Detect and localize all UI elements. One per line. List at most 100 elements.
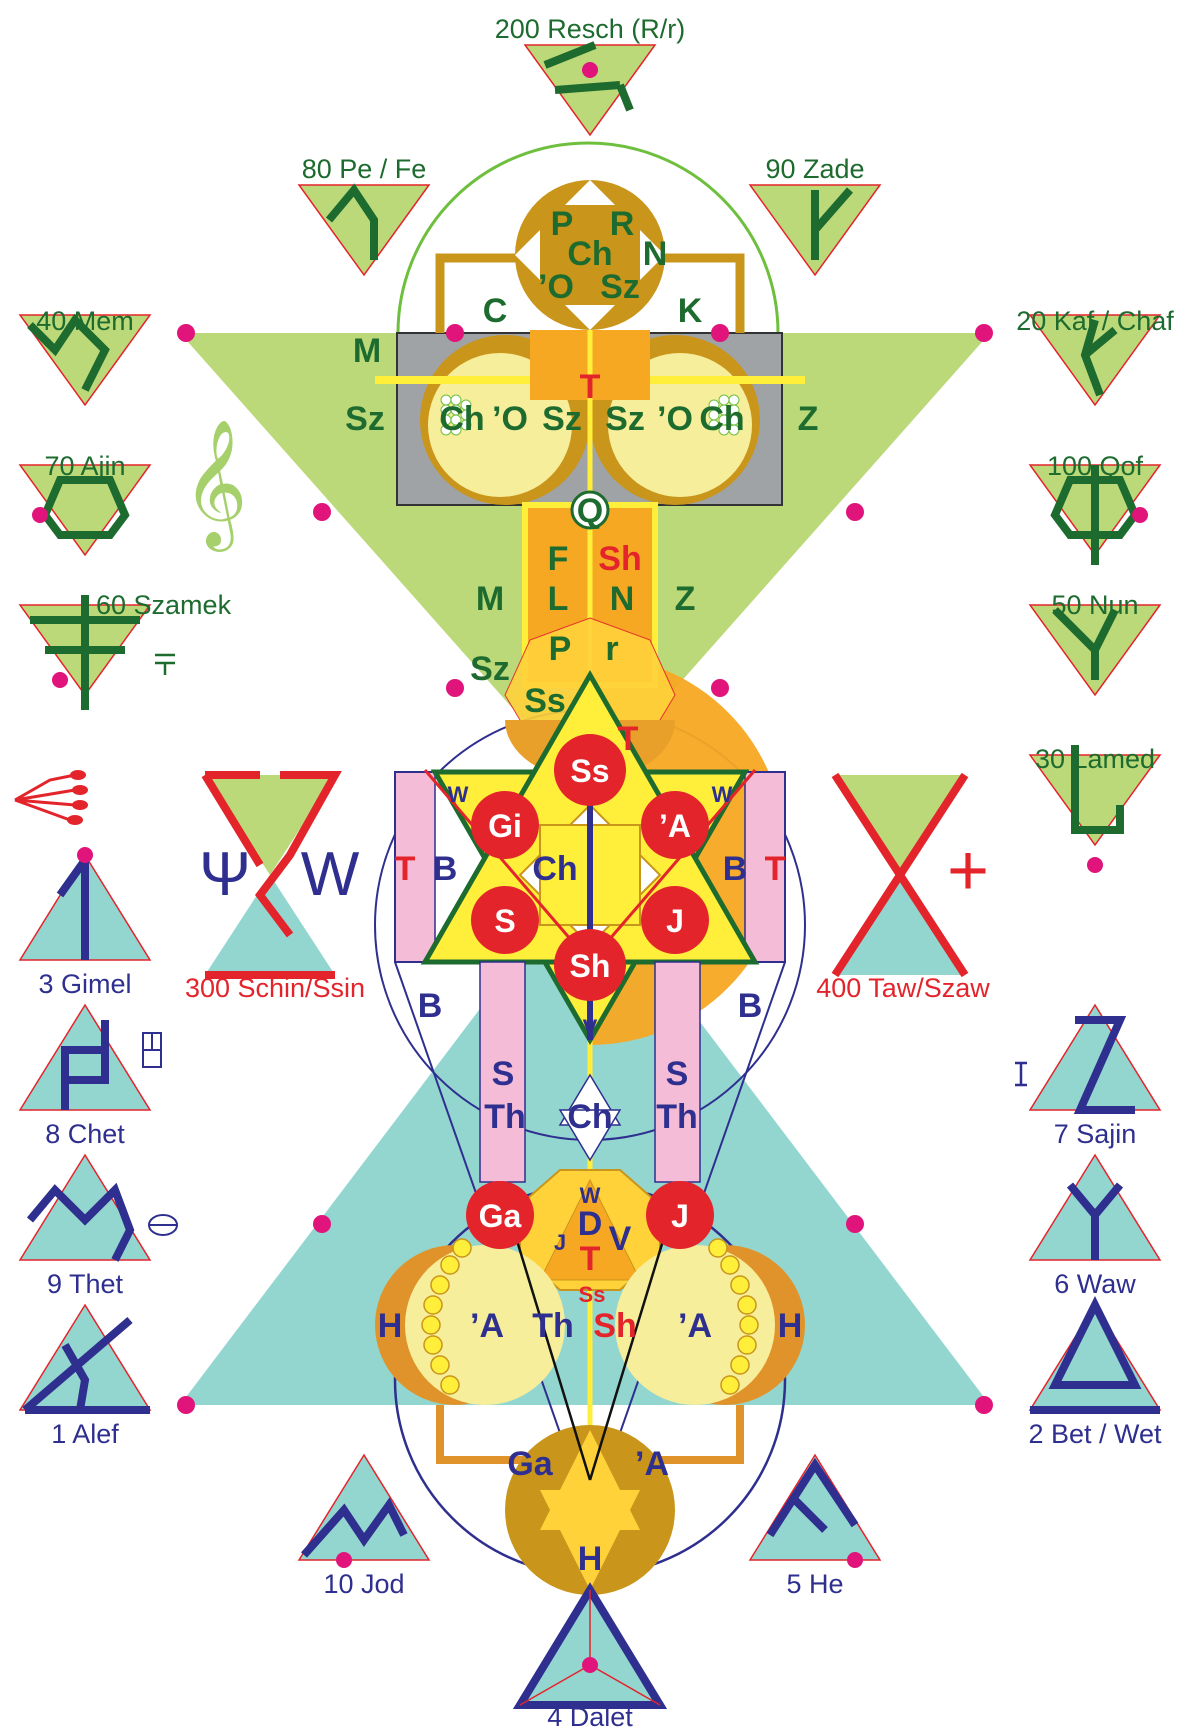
low-s-l: S — [492, 1055, 515, 1093]
crown-q: Q — [577, 492, 603, 530]
label-gimel: 3 Gimel — [38, 969, 131, 999]
label-sajin: 7 Sajin — [1054, 1119, 1137, 1149]
he-glyph — [750, 1455, 880, 1568]
crown-m: M — [353, 332, 381, 370]
crown-sz-r: Sz — [605, 400, 645, 438]
gimel-glyph — [20, 847, 150, 960]
label-jod: 10 Jod — [323, 1569, 404, 1599]
thet-symbol — [149, 1215, 177, 1235]
star-w-l: W — [448, 782, 469, 807]
low-a-l: ’A — [470, 1307, 504, 1345]
low-t: T — [580, 1240, 601, 1278]
low-d: D — [578, 1205, 603, 1243]
low-ga2: Ga — [507, 1445, 553, 1483]
star-b-low-r: B — [738, 987, 763, 1025]
label-thet: 9 Thet — [47, 1269, 124, 1299]
star-j: J — [666, 903, 684, 939]
low-th: Th — [532, 1307, 574, 1345]
star-b-l: B — [433, 850, 458, 888]
label-szamek: 60 Szamek — [96, 590, 232, 620]
resch-glyph — [525, 45, 655, 135]
low-h-r: H — [778, 1307, 803, 1345]
taw-glyph — [835, 775, 965, 975]
crown-k: K — [678, 292, 703, 330]
waw-glyph — [1030, 1155, 1160, 1260]
crown-o-r: ’O — [657, 400, 693, 438]
chet-symbol — [143, 1033, 161, 1067]
low-a-r: ’A — [678, 1307, 712, 1345]
star-w-r: W — [712, 782, 733, 807]
low-ss: Ss — [579, 1282, 606, 1307]
jod-glyph — [299, 1455, 429, 1568]
label-resch: 200 Resch (R/r) — [495, 14, 686, 44]
szamek-symbol — [155, 655, 175, 675]
bet-glyph — [1030, 1305, 1160, 1410]
low-h-l: H — [378, 1307, 403, 1345]
sajin-glyph — [1030, 1005, 1160, 1110]
low-th-r: Th — [656, 1098, 698, 1136]
low-a2: ’A — [635, 1445, 669, 1483]
col-ss: Ss — [524, 682, 566, 720]
crown-sz-left: Sz — [345, 400, 385, 438]
label-nun: 50 Nun — [1051, 590, 1138, 620]
label-dalet: 4 Dalet — [547, 1702, 633, 1731]
crown-sz-l: Sz — [542, 400, 582, 438]
col-l: L — [548, 580, 569, 618]
plus-icon: + — [947, 831, 989, 911]
star-gi: Gi — [488, 808, 522, 844]
crown-sz: Sz — [600, 268, 640, 306]
crown-r: R — [610, 205, 635, 243]
star-s: S — [494, 903, 515, 939]
crown-ch-r: Ch — [699, 400, 744, 438]
star-ss: Ss — [570, 753, 609, 789]
thet-glyph — [20, 1155, 150, 1260]
crown-n: N — [643, 235, 668, 273]
star-b-low-l: B — [418, 987, 443, 1025]
star-ch: Ch — [532, 850, 577, 888]
label-taw: 400 Taw/Szaw — [816, 973, 990, 1003]
crown-o: ’O — [538, 268, 574, 306]
label-chet: 8 Chet — [45, 1119, 125, 1149]
label-alef: 1 Alef — [51, 1419, 119, 1449]
star-a: ’A — [659, 808, 691, 844]
col-m: M — [476, 580, 504, 618]
alef-glyph — [20, 1305, 150, 1410]
label-he: 5 He — [786, 1569, 843, 1599]
low-h: H — [578, 1540, 603, 1578]
low-v: V — [609, 1220, 632, 1258]
crown-z-right: Z — [798, 400, 819, 438]
low-j2: J — [554, 1230, 566, 1255]
sajin-symbol — [1015, 1063, 1027, 1085]
crown-ch-l: Ch — [439, 400, 484, 438]
col-n: N — [610, 580, 635, 618]
star-v: V — [583, 1015, 598, 1040]
zade-glyph — [750, 185, 880, 275]
treble-clef-icon: 𝄞 — [182, 421, 247, 552]
col-p: P — [549, 630, 572, 668]
low-ga: Ga — [479, 1198, 522, 1234]
pe-glyph — [299, 185, 429, 275]
label-mem: 40 Mem — [36, 306, 134, 336]
label-zade: 90 Zade — [765, 154, 864, 184]
label-pe: 80 Pe / Fe — [302, 154, 427, 184]
low-sh: Sh — [593, 1307, 636, 1345]
crown-t: T — [580, 368, 601, 406]
low-j: J — [671, 1198, 689, 1234]
low-th-l: Th — [484, 1098, 526, 1136]
star-b-r: B — [723, 850, 748, 888]
label-lamed: 30 Lamed — [1035, 744, 1155, 774]
psi-icon: Ψ — [199, 840, 251, 909]
red-fan-icon — [15, 770, 88, 825]
col-sz: Sz — [470, 650, 510, 688]
w-icon: W — [301, 840, 360, 909]
label-kaf: 20 Kaf / Chaf — [1016, 306, 1174, 336]
star-t-l: T — [395, 850, 416, 888]
label-qof: 100 Qof — [1047, 451, 1144, 481]
crown-o-l: ’O — [492, 400, 528, 438]
col-sh: Sh — [598, 540, 641, 578]
col-t: T — [618, 720, 639, 758]
crown-c: C — [483, 292, 508, 330]
label-waw: 6 Waw — [1054, 1269, 1136, 1299]
